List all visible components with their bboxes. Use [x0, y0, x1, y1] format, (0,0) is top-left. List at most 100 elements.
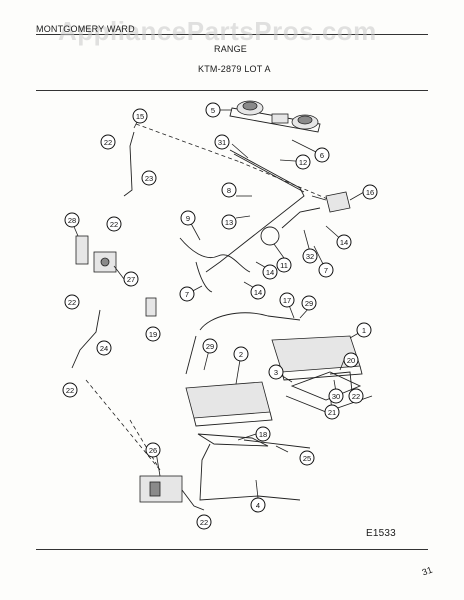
svg-text:18: 18	[259, 430, 267, 439]
callout-32[interactable]: 32	[302, 248, 318, 264]
svg-text:21: 21	[328, 408, 336, 417]
svg-text:9: 9	[186, 214, 190, 223]
svg-text:31: 31	[218, 138, 226, 147]
callout-22[interactable]: 22	[62, 382, 78, 398]
callout-11[interactable]: 11	[276, 257, 292, 273]
callout-5[interactable]: 5	[205, 102, 221, 118]
top-burner-tube[interactable]	[199, 312, 301, 331]
callout-26[interactable]: 26	[145, 442, 161, 458]
svg-text:14: 14	[254, 288, 262, 297]
callout-31[interactable]: 31	[214, 134, 230, 150]
callout-2[interactable]: 2	[233, 346, 249, 362]
callout-22[interactable]: 22	[196, 514, 212, 530]
watermark-text: AppliancePartsPros.com	[58, 16, 377, 46]
header-rule	[36, 34, 428, 35]
svg-text:22: 22	[66, 386, 74, 395]
callout-28[interactable]: 28	[64, 212, 80, 228]
orifice-tube[interactable]	[71, 309, 101, 369]
svg-text:14: 14	[340, 238, 348, 247]
callout-25[interactable]: 25	[299, 450, 315, 466]
svg-text:17: 17	[283, 296, 291, 305]
callout-17[interactable]: 17	[279, 292, 295, 308]
pilot-assembly[interactable]	[329, 371, 353, 393]
svg-text:25: 25	[303, 454, 311, 463]
diagram-title: RANGE	[214, 44, 248, 54]
svg-text:4: 4	[256, 501, 260, 510]
svg-text:2: 2	[239, 350, 243, 359]
callout-12[interactable]: 12	[295, 154, 311, 170]
callout-22[interactable]: 22	[100, 134, 116, 150]
igniter-switch[interactable]	[145, 297, 157, 317]
callout-24[interactable]: 24	[96, 340, 112, 356]
svg-text:7: 7	[324, 266, 328, 275]
svg-text:13: 13	[225, 218, 233, 227]
svg-text:19: 19	[149, 330, 157, 339]
callout-9[interactable]: 9	[180, 210, 196, 226]
callout-7[interactable]: 7	[318, 262, 334, 278]
svg-text:24: 24	[100, 344, 108, 353]
oven-thermostat-valve[interactable]	[139, 475, 205, 511]
svg-text:22: 22	[200, 518, 208, 527]
callout-14[interactable]: 14	[250, 284, 266, 300]
burner-box-front[interactable]	[185, 381, 273, 427]
callout-18[interactable]: 18	[255, 426, 271, 442]
svg-text:29: 29	[305, 299, 313, 308]
callout-30[interactable]: 30	[328, 388, 344, 404]
callout-20[interactable]: 20	[343, 352, 359, 368]
brand-name: MONTGOMERY WARD	[36, 24, 135, 34]
diagram-code: E1533	[366, 528, 396, 539]
gas-supply-tube[interactable]	[123, 131, 135, 197]
svg-text:5: 5	[211, 106, 215, 115]
svg-text:16: 16	[366, 188, 374, 197]
igniter-wire-harness[interactable]	[179, 237, 251, 273]
callout-3[interactable]: 3	[268, 364, 284, 380]
svg-text:22: 22	[352, 392, 360, 401]
svg-text:6: 6	[320, 151, 324, 160]
svg-text:22: 22	[68, 298, 76, 307]
model-number: KTM-2879 LOT A	[198, 64, 271, 74]
callout-6[interactable]: 6	[314, 147, 330, 163]
callout-19[interactable]: 19	[145, 326, 161, 342]
callout-29[interactable]: 29	[202, 338, 218, 354]
broil-burner[interactable]	[197, 433, 269, 447]
spark-module[interactable]	[260, 226, 280, 246]
callout-23[interactable]: 23	[141, 170, 157, 186]
callout-21[interactable]: 21	[324, 404, 340, 420]
svg-text:8: 8	[227, 186, 231, 195]
manifold-tube[interactable]	[205, 149, 305, 273]
svg-text:12: 12	[299, 158, 307, 167]
callout-8[interactable]: 8	[221, 182, 237, 198]
svg-text:1: 1	[362, 326, 366, 335]
callout-15[interactable]: 15	[132, 108, 148, 124]
manifold-valve-assembly[interactable]	[229, 100, 321, 133]
svg-text:23: 23	[145, 174, 153, 183]
svg-text:20: 20	[347, 356, 355, 365]
callout-14[interactable]: 14	[262, 264, 278, 280]
svg-text:32: 32	[306, 252, 314, 261]
svg-text:22: 22	[104, 138, 112, 147]
callout-1[interactable]: 1	[356, 322, 372, 338]
callout-22[interactable]: 22	[348, 388, 364, 404]
svg-text:27: 27	[127, 275, 135, 284]
svg-text:30: 30	[332, 392, 340, 401]
svg-text:28: 28	[68, 216, 76, 225]
callout-16[interactable]: 16	[362, 184, 378, 200]
callout-22[interactable]: 22	[106, 216, 122, 232]
callout-4[interactable]: 4	[250, 497, 266, 513]
callout-7[interactable]: 7	[179, 286, 195, 302]
diagram-top-rule	[36, 90, 428, 91]
svg-text:7: 7	[185, 290, 189, 299]
svg-text:14: 14	[266, 268, 274, 277]
svg-text:22: 22	[110, 220, 118, 229]
callout-29[interactable]: 29	[301, 295, 317, 311]
valve-bracket[interactable]	[325, 191, 351, 213]
callout-14[interactable]: 14	[336, 234, 352, 250]
callout-27[interactable]: 27	[123, 271, 139, 287]
svg-text:11: 11	[280, 261, 288, 270]
callout-22[interactable]: 22	[64, 294, 80, 310]
svg-text:29: 29	[206, 342, 214, 351]
callout-13[interactable]: 13	[221, 214, 237, 230]
regulator-bracket[interactable]	[75, 235, 117, 273]
